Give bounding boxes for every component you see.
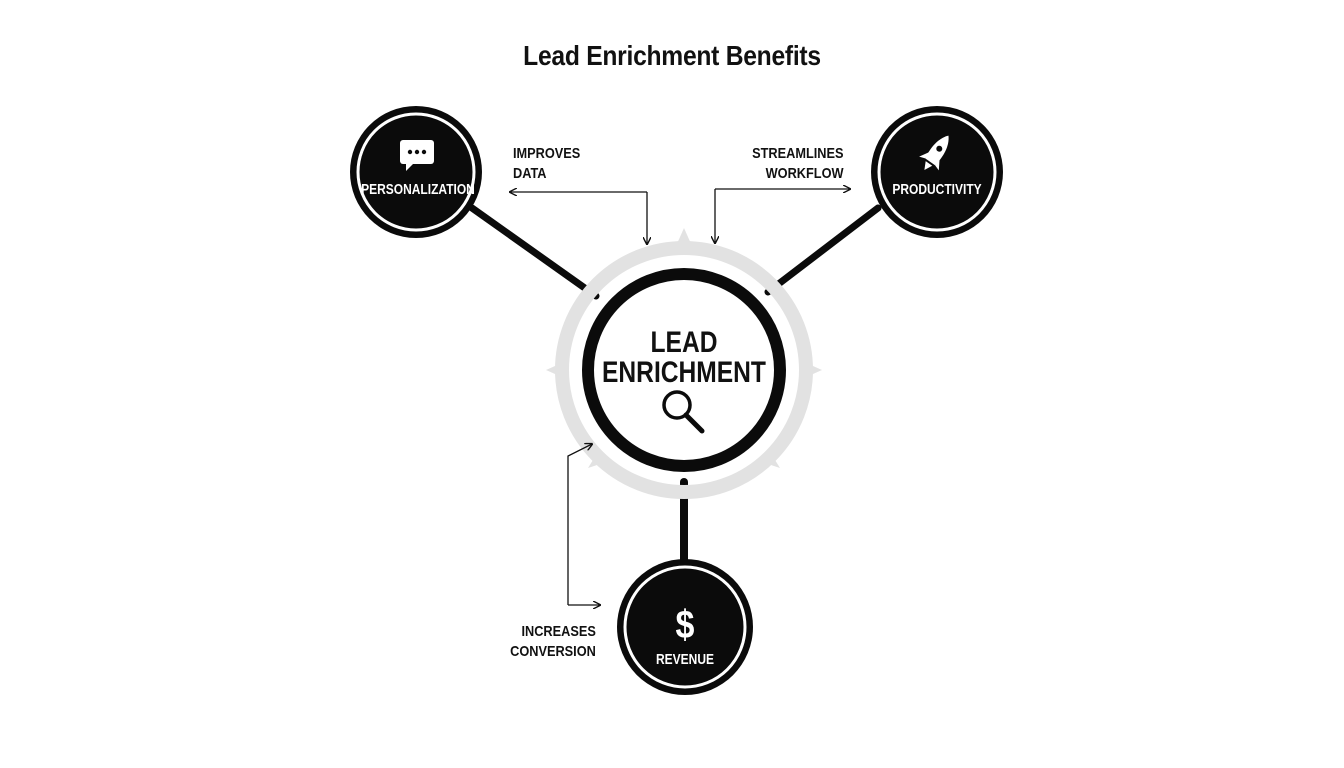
connector-productivity (764, 204, 882, 296)
node-label-revenue: REVENUE (656, 651, 714, 668)
center-label-line1: LEAD (651, 325, 718, 359)
center-gear-ring (546, 228, 822, 499)
annotation-line: INCREASES (521, 623, 596, 640)
node-revenue: $ REVENUE (617, 559, 753, 695)
annotation-line: CONVERSION (510, 643, 596, 660)
node-label-personalization: PERSONALIZATION (361, 181, 475, 198)
arrow-increases-up (567, 444, 592, 605)
dollar-icon: $ (676, 601, 695, 646)
annotation-increases-conversion: INCREASES CONVERSION (510, 622, 596, 662)
rocket-icon (919, 135, 949, 171)
center-label-line2: ENRICHMENT (602, 355, 766, 389)
chat-bubble-icon (400, 140, 434, 171)
connector-personalization (468, 204, 600, 300)
node-label-productivity: PRODUCTIVITY (892, 181, 981, 198)
node-productivity: PRODUCTIVITY (871, 106, 1003, 238)
annotation-streamlines-workflow: STREAMLINES WORKFLOW (753, 144, 844, 184)
node-personalization: PERSONALIZATION (350, 106, 482, 238)
center-node-lead-enrichment: LEAD ENRICHMENT (582, 268, 786, 472)
annotation-improves-data: IMPROVES DATA (513, 144, 580, 184)
annotation-line: STREAMLINES (752, 145, 844, 162)
magnifier-icon (662, 390, 705, 434)
annotation-line: WORKFLOW (766, 165, 844, 182)
annotation-line: DATA (513, 165, 547, 182)
diagram-title: Lead Enrichment Benefits (523, 40, 821, 71)
annotation-line: IMPROVES (513, 145, 581, 162)
